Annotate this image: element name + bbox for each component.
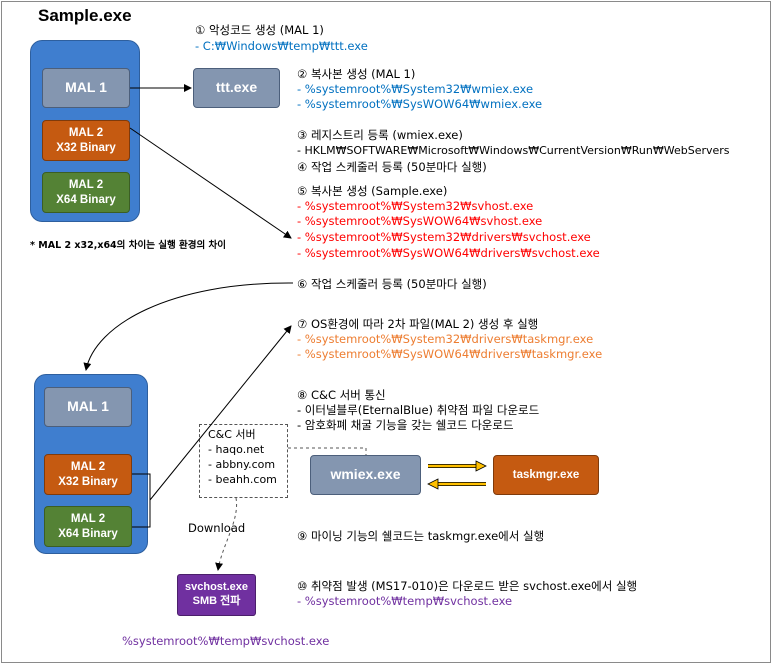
bottom-mal2-x64-box: MAL 2 X64 Binary [44,506,132,547]
mal2-difference-note: * MAL 2 x32,x64의 차이는 실행 환경의 차이 [30,240,227,251]
wmiex-exe-label: wmiex.exe [330,466,401,483]
cnc-host-1: - haqo.net [208,443,265,456]
taskmgr-exe-label: taskmgr.exe [512,468,580,481]
cnc-host-2: - abbny.com [208,458,276,471]
top-mal2-x32-box: MAL 2 X32 Binary [42,120,130,161]
bottom-mal2-x64-line1: MAL 2 [70,513,106,526]
step-8-line-1: - 이터널블루(EternalBlue) 취약점 파일 다운로드 [297,403,540,417]
step-5-line-4: - %systemroot%₩SysWOW64₩drivers₩svchost.… [297,246,600,260]
step-3-head: ③ 레지스트리 등록 (wmiex.exe) [297,128,463,142]
step-5-line-1: - %systemroot%₩System32₩svhost.exe [297,199,534,213]
step-8-head: ⑧ C&C 서버 통신 [297,388,386,402]
step-5-head: ⑤ 복사본 생성 (Sample.exe) [297,184,448,198]
mal2-bracket [132,473,151,528]
bottom-mal2-x32-box: MAL 2 X32 Binary [44,454,132,495]
cnc-host-3: - beahh.com [208,473,277,486]
step-8-line-2: - 암호화폐 채굴 기능을 갖는 쉘코드 다운로드 [297,418,514,432]
top-mal2-x64-line1: MAL 2 [68,179,104,192]
wmiex-exe-box: wmiex.exe [310,455,421,495]
svchost-smb-box: svchost.exe SMB 전파 [177,574,256,616]
step-10-line-1: - %systemroot%₩temp₩svchost.exe [297,594,513,608]
step-1-line-1: - C:₩Windows₩temp₩ttt.exe [195,39,368,53]
arrow-mal1-to-copies [129,127,292,239]
step-7-line-2: - %systemroot%₩SysWOW64₩drivers₩taskmgr.… [297,347,603,361]
bottom-mal1-label: MAL 1 [67,398,109,415]
step-5-line-3: - %systemroot%₩System32₩drivers₩svchost.… [297,230,591,244]
bottom-svchost-path: %systemroot%₩temp₩svchost.exe [122,634,330,648]
bottom-mal2-x64-line2: X64 Binary [58,527,118,540]
diagram-title: Sample.exe [38,6,132,25]
bottom-mal2-x32-line1: MAL 2 [70,461,106,474]
top-mal2-x32-line2: X32 Binary [56,141,116,154]
ttt-exe-box: ttt.exe [193,68,280,108]
arrow-mal2-to-step7 [149,325,292,501]
step-4-head: ④ 작업 스케줄러 등록 (50분마다 실행) [297,160,487,174]
top-mal1-label: MAL 1 [65,79,107,96]
svchost-label: svchost.exe [185,581,248,594]
top-mal1-box: MAL 1 [42,68,130,108]
taskmgr-exe-box: taskmgr.exe [493,455,599,495]
smb-propagation-label: SMB 전파 [192,595,241,607]
bottom-mal1-box: MAL 1 [44,387,132,427]
step-10-head: ⑩ 취약점 발생 (MS17-010)은 다운로드 받은 svchost.exe… [297,579,638,593]
cnc-to-wmiex-dashed [288,447,367,455]
step-1-head: ① 악성코드 생성 (MAL 1) [195,23,324,37]
step-6-head: ⑥ 작업 스케줄러 등록 (50분마다 실행) [297,277,487,291]
step-7-line-1: - %systemroot%₩System32₩drivers₩taskmgr.… [297,332,594,346]
bottom-mal2-x32-line2: X32 Binary [58,475,118,488]
cnc-server-title: C&C 서버 [208,428,256,441]
step-2-line-1: - %systemroot%₩System32₩wmiex.exe [297,82,534,96]
top-mal2-x64-box: MAL 2 X64 Binary [42,172,130,213]
exchange-arrows [427,460,487,490]
ttt-exe-label: ttt.exe [215,79,258,96]
arrow-scheduler-to-bottom [83,282,294,371]
step-5-line-2: - %systemroot%₩SysWOW64₩svhost.exe [297,214,543,228]
download-dashed-arrow [215,497,238,571]
step-3-line-1: - HKLM₩SOFTWARE₩Microsoft₩Windows₩Curren… [297,144,730,157]
step-2-head: ② 복사본 생성 (MAL 1) [297,67,416,81]
step-7-head: ⑦ OS환경에 따라 2차 파일(MAL 2) 생성 후 실행 [297,317,539,331]
top-mal2-x32-line1: MAL 2 [68,127,104,140]
step-2-line-2: - %systemroot%₩SysWOW64₩wmiex.exe [297,97,543,111]
step-9-head: ⑨ 마이닝 기능의 쉘코드는 taskmgr.exe에서 실행 [297,529,545,543]
download-label: Download [188,521,246,535]
top-mal2-x64-line2: X64 Binary [56,193,116,206]
cnc-server-box: C&C 서버 - haqo.net - abbny.com - beahh.co… [199,424,288,498]
